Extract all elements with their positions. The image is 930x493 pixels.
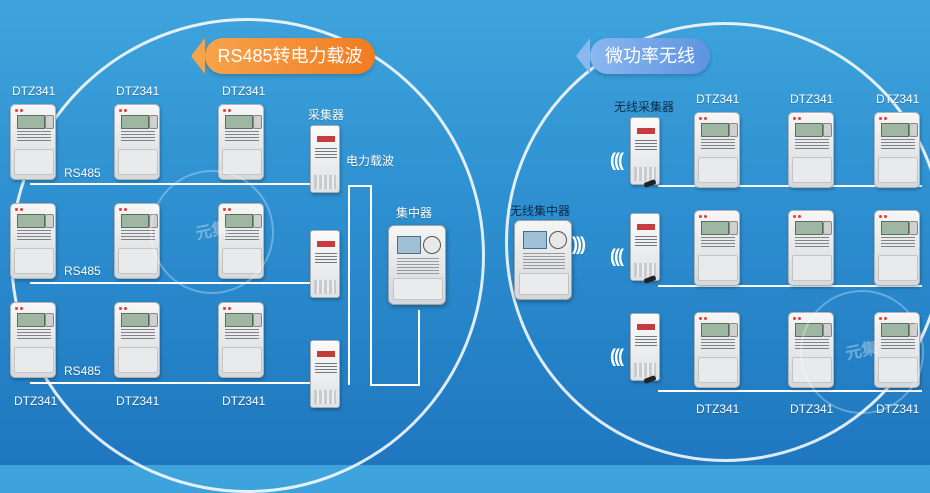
meter (694, 312, 740, 388)
meter (10, 203, 56, 279)
right-system-circle (505, 22, 930, 462)
wireless-bus-2 (658, 285, 922, 287)
meter (694, 112, 740, 188)
meter (218, 302, 264, 378)
meter-label: DTZ341 (790, 92, 834, 106)
meter-label: DTZ341 (876, 402, 920, 416)
meter-label: DTZ341 (14, 394, 58, 408)
rs485-bus-1 (30, 183, 340, 185)
rs485-bus-3 (30, 382, 340, 384)
meter (874, 112, 920, 188)
meter (788, 210, 834, 286)
meter (10, 302, 56, 378)
meter-label: DTZ341 (696, 92, 740, 106)
rs485-label: RS485 (64, 264, 101, 278)
wireless-collector-label: 无线采集器 (614, 100, 675, 114)
meter-label: DTZ341 (696, 402, 740, 416)
meter-label: DTZ341 (12, 84, 56, 98)
meter (218, 203, 264, 279)
wireless-bus-3 (658, 390, 922, 392)
concentrator (388, 225, 446, 305)
wireless-signal-icon: ))) (572, 234, 586, 254)
collector (310, 340, 340, 408)
wireless-collector (630, 117, 660, 185)
meter-label: DTZ341 (876, 92, 920, 106)
collector-label: 采集器 (308, 108, 345, 122)
collector (310, 125, 340, 193)
wireless-signal-icon: ))) (612, 346, 624, 366)
micropower-wireless-title: 微功率无线 (576, 38, 710, 74)
wireless-collector (630, 213, 660, 281)
wireless-signal-icon: ))) (612, 246, 624, 266)
meter-label: DTZ341 (116, 84, 160, 98)
meter-label: DTZ341 (116, 394, 160, 408)
plc-line-1 (348, 185, 372, 187)
plc-line-vertical (370, 185, 372, 385)
meter-label: DTZ341 (222, 394, 266, 408)
wireless-concentrator-label: 无线集中器 (510, 204, 571, 218)
rs485-label: RS485 (64, 166, 101, 180)
meter (10, 104, 56, 180)
meter-label: DTZ341 (790, 402, 834, 416)
wireless-signal-icon: ))) (612, 150, 624, 170)
plc-line-up (418, 310, 420, 386)
meter (218, 104, 264, 180)
plc-line-to-concentrator (370, 384, 420, 386)
wireless-concentrator (514, 220, 572, 300)
meter (694, 210, 740, 286)
meter (114, 104, 160, 180)
meter (874, 210, 920, 286)
meter-label: DTZ341 (222, 84, 266, 98)
concentrator-label: 集中器 (396, 206, 433, 220)
plc-label: 电力载波 (346, 154, 395, 168)
meter (874, 312, 920, 388)
rs485-label: RS485 (64, 364, 101, 378)
meter (114, 302, 160, 378)
rs485-bus-2 (30, 282, 340, 284)
meter (114, 203, 160, 279)
watermark-brand: 元集 (844, 339, 880, 364)
collector (310, 230, 340, 298)
watermark-brand: 元集 (194, 219, 230, 244)
plc-trunk (348, 185, 350, 385)
meter (788, 312, 834, 388)
wireless-collector (630, 313, 660, 381)
rs485-plc-title: RS485转电力载波 (191, 38, 375, 74)
meter (788, 112, 834, 188)
